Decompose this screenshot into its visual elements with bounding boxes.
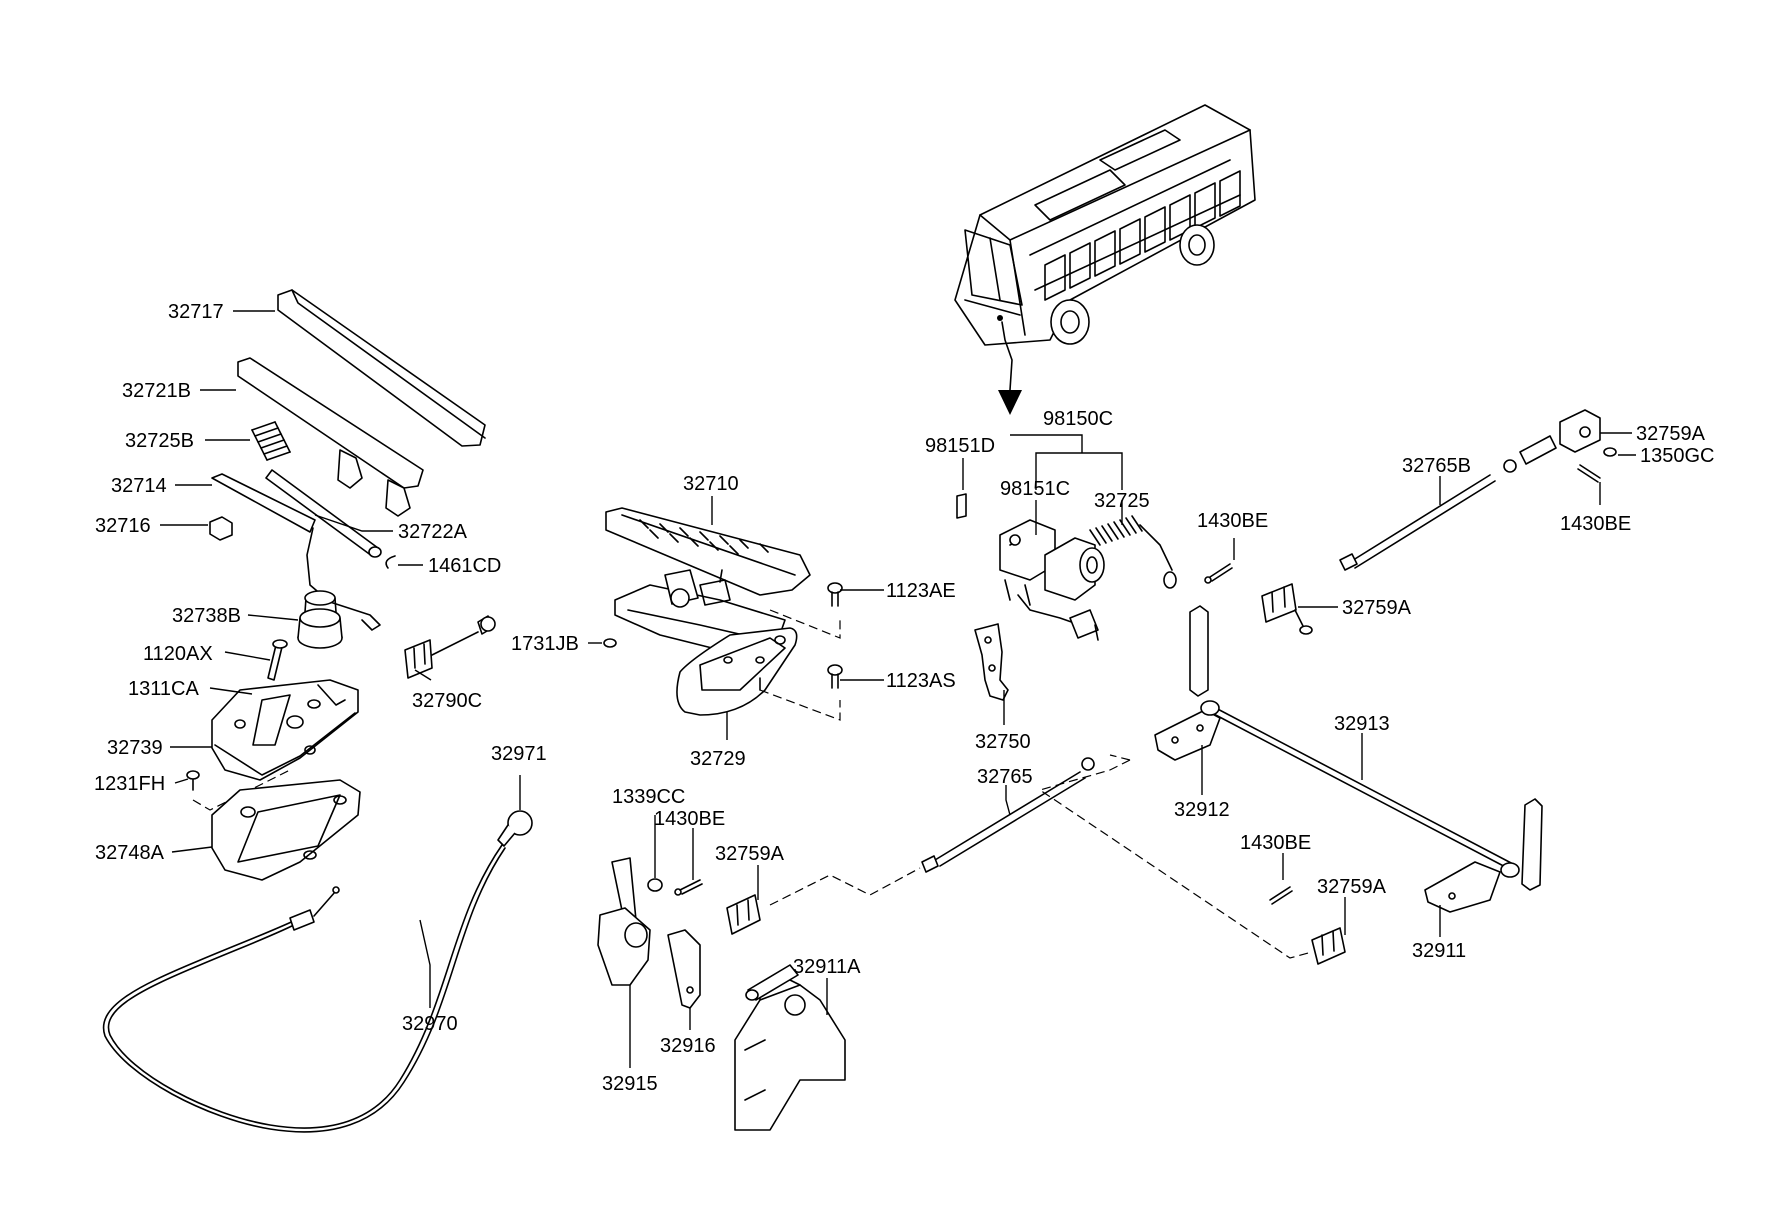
bus-icon [954, 104, 1256, 415]
cable-32970 [102, 844, 506, 1133]
label-32738B: 32738B [172, 605, 241, 627]
leader-lines [160, 310, 1636, 1068]
label-1731JB: 1731JB [511, 633, 579, 655]
label-32714: 32714 [111, 475, 167, 497]
label-32748A: 32748A [95, 842, 165, 864]
nut-1731JB [603, 638, 617, 648]
pin-1430BE-left [674, 879, 703, 896]
label-32911A: 32911A [793, 956, 861, 978]
label-1123AS: 1123AS [886, 670, 956, 692]
label-32716: 32716 [95, 515, 151, 537]
label-32710: 32710 [683, 473, 739, 495]
boot-32738B [297, 590, 343, 649]
clip-98151D [956, 493, 967, 519]
label-1430BE-lower: 1430BE [1240, 832, 1311, 854]
pedal-bracket-32721B [237, 357, 424, 517]
joint-32759A-lower [1311, 927, 1346, 965]
label-1430BE-top: 1430BE [1197, 510, 1268, 532]
lever-32915 [597, 857, 651, 986]
bracket-32916 [667, 929, 701, 1009]
label-32717: 32717 [168, 301, 224, 323]
bracket-32911A [734, 964, 846, 1131]
plate-32748A [211, 779, 361, 881]
part-labels: 32717 32721B 32725B 32714 32716 32722A 1… [94, 301, 1715, 1095]
label-1231FH: 1231FH [94, 773, 165, 795]
label-1350GC: 1350GC [1640, 445, 1715, 467]
label-32916: 32916 [660, 1035, 716, 1057]
washer-1350GC [1603, 447, 1617, 457]
shaft-32913 [1200, 700, 1516, 873]
label-32971: 32971 [491, 743, 547, 765]
pedal-pad-32717 [277, 289, 486, 447]
label-32725B: 32725B [125, 430, 194, 452]
spring-32725B [251, 421, 291, 461]
bracket-32750 [974, 623, 1009, 701]
rod-32765 [921, 757, 1095, 873]
label-98151C: 98151C [1000, 478, 1070, 500]
rod-32765B [1339, 435, 1557, 571]
cable-bracket-32790C [404, 615, 496, 679]
pedal-base-32739 [211, 679, 359, 781]
label-1430BE-right: 1430BE [1560, 513, 1631, 535]
label-32913: 32913 [1334, 713, 1390, 735]
nut-1339CC [647, 878, 663, 892]
label-1430BE-left: 1430BE [654, 808, 725, 830]
joint-32759A [1559, 409, 1601, 453]
label-32765: 32765 [977, 766, 1033, 788]
joint-32759A-left [726, 894, 761, 935]
label-32750: 32750 [975, 731, 1031, 753]
spring-32725 [1089, 515, 1177, 589]
nut-32716 [209, 516, 233, 541]
label-32725: 32725 [1094, 490, 1150, 512]
pedal-arm-32714 [211, 469, 382, 631]
pin-1430BE-right [1577, 464, 1601, 483]
screw-1231FH [186, 770, 200, 791]
pedal-base-32729 [676, 627, 798, 716]
bolt-1123AE [827, 582, 843, 607]
label-32765B: 32765B [1402, 455, 1471, 477]
label-32759A-lower: 32759A [1317, 876, 1387, 898]
label-32759A-top: 32759A [1636, 423, 1706, 445]
label-32912: 32912 [1174, 799, 1230, 821]
label-32911: 32911 [1412, 940, 1466, 962]
pin-1430BE [1204, 563, 1233, 584]
label-32759A-mid: 32759A [1342, 597, 1412, 619]
label-32759A-left: 32759A [715, 843, 785, 865]
lever-32911 [1424, 798, 1543, 913]
actuator-98151C [999, 519, 1105, 641]
label-1339CC: 1339CC [612, 786, 685, 808]
clip-1461CD [385, 555, 396, 569]
label-1120AX: 1120AX [143, 643, 213, 665]
label-98150C: 98150C [1043, 408, 1113, 430]
label-32790C: 32790C [412, 690, 482, 712]
joint-32759A-mid [1261, 583, 1313, 635]
label-32729: 32729 [690, 748, 746, 770]
label-1461CD: 1461CD [428, 555, 501, 577]
lever-32912 [1154, 605, 1221, 761]
label-32721B: 32721B [122, 380, 191, 402]
label-32739: 32739 [107, 737, 163, 759]
bolt-1123AS [827, 664, 843, 689]
label-1123AE: 1123AE [886, 580, 956, 602]
label-32915: 32915 [602, 1073, 658, 1095]
pin-1430BE-lower [1269, 886, 1293, 905]
label-32722A: 32722A [398, 521, 468, 543]
cable-end-32971 [497, 810, 533, 847]
label-98151D: 98151D [925, 435, 995, 457]
label-1311CA: 1311CA [128, 678, 199, 700]
label-32970: 32970 [402, 1013, 458, 1035]
bolt-1120AX [267, 639, 288, 681]
